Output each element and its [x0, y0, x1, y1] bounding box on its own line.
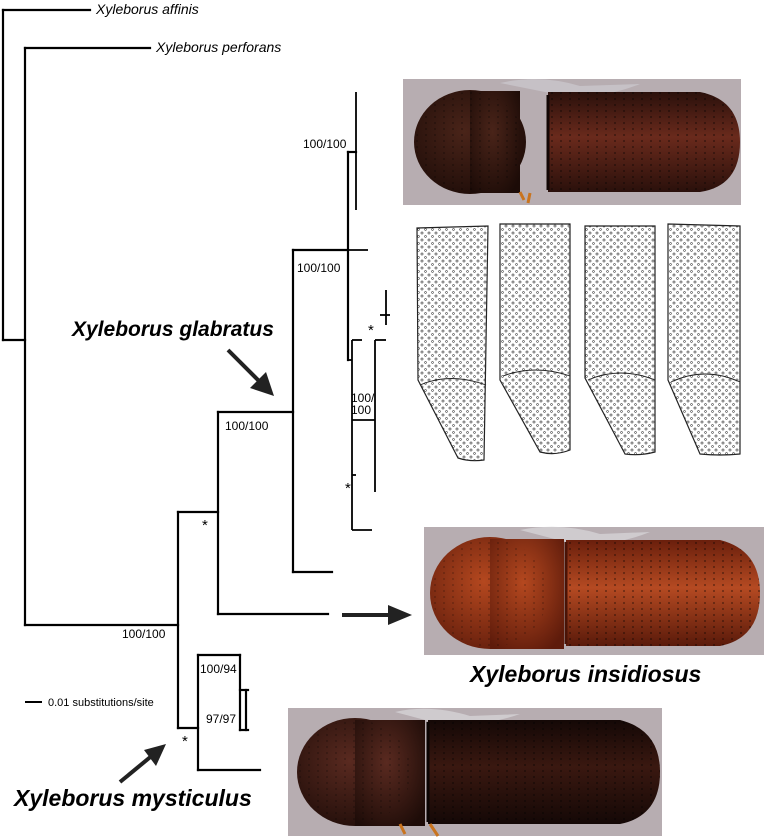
support-value: 100/100	[122, 627, 166, 641]
beetle-photo	[424, 526, 764, 655]
support-value: 97/97	[206, 712, 236, 726]
species-label-insidiosus: Xyleborus insidiosus	[468, 661, 701, 687]
species-label-glabratus: Xyleborus glabratus	[71, 318, 274, 341]
scale-bar-label: 0.01 substitutions/site	[48, 697, 154, 709]
elytra-drawing	[499, 223, 571, 455]
support-star: *	[345, 480, 351, 497]
support-value: 100/	[351, 391, 375, 405]
taxon-label-perforans: Xyleborus perforans	[155, 39, 281, 55]
scale-bar: 0.01 substitutions/site	[25, 697, 154, 709]
tree-branches	[1, 8, 390, 772]
support-value: 100/100	[225, 419, 269, 433]
support-value: 100/94	[200, 662, 237, 676]
elytra-drawing	[416, 225, 489, 462]
support-star: *	[368, 322, 374, 339]
species-label-mysticulus: Xyleborus mysticulus	[12, 785, 252, 811]
arrow-icon	[342, 605, 412, 625]
support-value: 100	[351, 403, 371, 417]
beetle-photo	[403, 79, 741, 205]
arrow-icon	[118, 744, 166, 784]
arrow-icon	[226, 348, 274, 396]
support-star: *	[182, 733, 188, 750]
support-star: *	[202, 517, 208, 534]
support-value: 100/100	[297, 261, 341, 275]
taxon-label-affinis: Xyleborus affinis	[95, 1, 199, 17]
elytra-drawing	[667, 223, 741, 456]
elytra-drawing	[584, 225, 656, 456]
support-value: 100/100	[303, 137, 347, 151]
beetle-photo	[288, 708, 662, 837]
